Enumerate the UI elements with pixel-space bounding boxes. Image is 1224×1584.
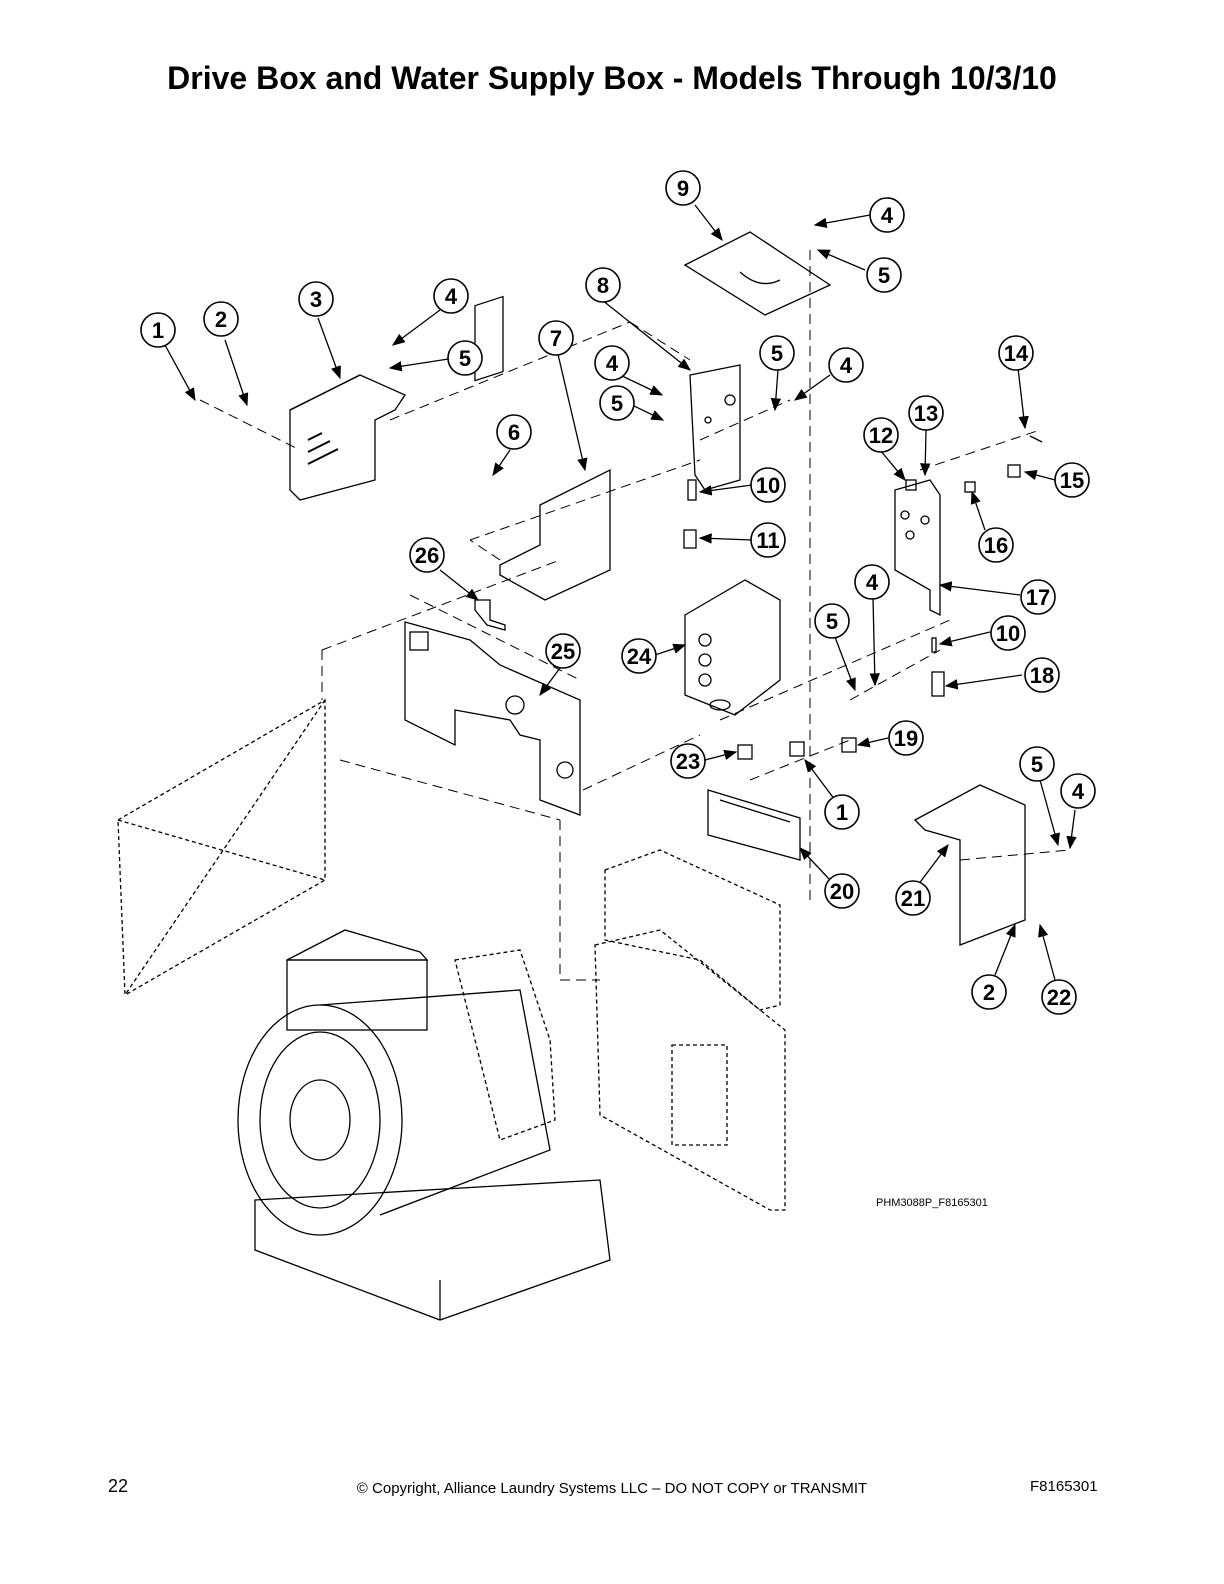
callout-5: 5 [599, 385, 635, 421]
page-number: 22 [108, 1476, 129, 1496]
callout-5: 5 [814, 603, 850, 639]
callout-number: 5 [878, 263, 890, 288]
callout-5: 5 [866, 257, 902, 293]
callout-6: 6 [496, 414, 532, 450]
callout-number: 5 [826, 609, 838, 634]
callout-number: 11 [756, 528, 779, 553]
callout-number: 5 [1031, 752, 1043, 777]
callout-10: 10 [990, 615, 1026, 651]
callout-10: 10 [750, 467, 786, 503]
callout-number: 20 [830, 879, 854, 904]
callout-number: 4 [606, 351, 619, 376]
page-title: Drive Box and Water Supply Box - Models … [167, 60, 1057, 96]
callout-7: 7 [538, 320, 574, 356]
callout-number: 22 [1047, 985, 1071, 1010]
callout-number: 13 [914, 401, 938, 426]
callout-13: 13 [908, 395, 944, 431]
callout-number: 21 [901, 886, 925, 911]
callout-2: 2 [203, 301, 239, 337]
callout-number: 5 [771, 341, 783, 366]
callout-number: 7 [550, 326, 562, 351]
callout-number: 18 [1030, 663, 1054, 688]
callout-1: 1 [824, 794, 860, 830]
copyright-notice: © Copyright, Alliance Laundry Systems LL… [356, 1480, 868, 1497]
callout-number: 25 [551, 639, 575, 664]
callout-number: 16 [984, 533, 1008, 558]
callout-18: 18 [1024, 657, 1060, 693]
callout-number: 14 [1004, 341, 1029, 366]
document-code: F8165301 [1030, 1478, 1098, 1495]
callout-number: 9 [677, 176, 689, 201]
callout-number: 6 [508, 420, 520, 445]
callout-9: 9 [665, 170, 701, 206]
callout-22: 22 [1041, 979, 1077, 1015]
callout-15: 15 [1054, 462, 1090, 498]
callout-12: 12 [863, 417, 899, 453]
callout-number: 2 [983, 980, 995, 1005]
drawing-code: PHM3088P_F8165301 [876, 1197, 988, 1209]
callout-number: 4 [840, 353, 853, 378]
callout-4: 4 [433, 278, 469, 314]
callout-24: 24 [621, 638, 657, 674]
callout-number: 17 [1026, 585, 1050, 610]
callout-4: 4 [828, 347, 864, 383]
callout-4: 4 [594, 345, 630, 381]
callout-1: 1 [140, 312, 176, 348]
callout-number: 5 [459, 346, 471, 371]
top-plate [683, 231, 832, 316]
callout-4: 4 [854, 564, 890, 600]
callout-4: 4 [869, 197, 905, 233]
callout-number: 24 [627, 644, 652, 669]
callout-number: 3 [310, 287, 322, 312]
callout-8: 8 [585, 267, 621, 303]
callout-number: 23 [676, 749, 700, 774]
callout-number: 5 [611, 391, 623, 416]
callout-25: 25 [545, 633, 581, 669]
callout-number: 15 [1060, 468, 1084, 493]
callout-2: 2 [971, 974, 1007, 1010]
callout-17: 17 [1020, 579, 1056, 615]
callout-19: 19 [888, 720, 924, 756]
callout-number: 4 [881, 203, 894, 228]
callout-number: 1 [152, 318, 164, 343]
callout-11: 11 [750, 522, 786, 558]
callout-5: 5 [447, 340, 483, 376]
callout-26: 26 [409, 537, 445, 573]
callout-14: 14 [998, 335, 1034, 371]
callout-number: 19 [894, 726, 918, 751]
callout-16: 16 [978, 527, 1014, 563]
callout-number: 12 [869, 423, 893, 448]
callout-number: 4 [866, 570, 879, 595]
callout-5: 5 [1019, 746, 1055, 782]
callout-20: 20 [824, 873, 860, 909]
callout-21: 21 [895, 880, 931, 916]
callout-number: 4 [445, 284, 458, 309]
callout-number: 4 [1072, 779, 1085, 804]
callout-number: 2 [215, 307, 227, 332]
callout-number: 10 [756, 473, 780, 498]
callout-number: 8 [597, 273, 609, 298]
callout-number: 1 [836, 800, 848, 825]
callout-4: 4 [1060, 773, 1096, 809]
callout-number: 10 [996, 621, 1020, 646]
callout-number: 26 [415, 543, 439, 568]
callout-23: 23 [670, 743, 706, 779]
callout-5: 5 [759, 335, 795, 371]
callout-3: 3 [298, 281, 334, 317]
